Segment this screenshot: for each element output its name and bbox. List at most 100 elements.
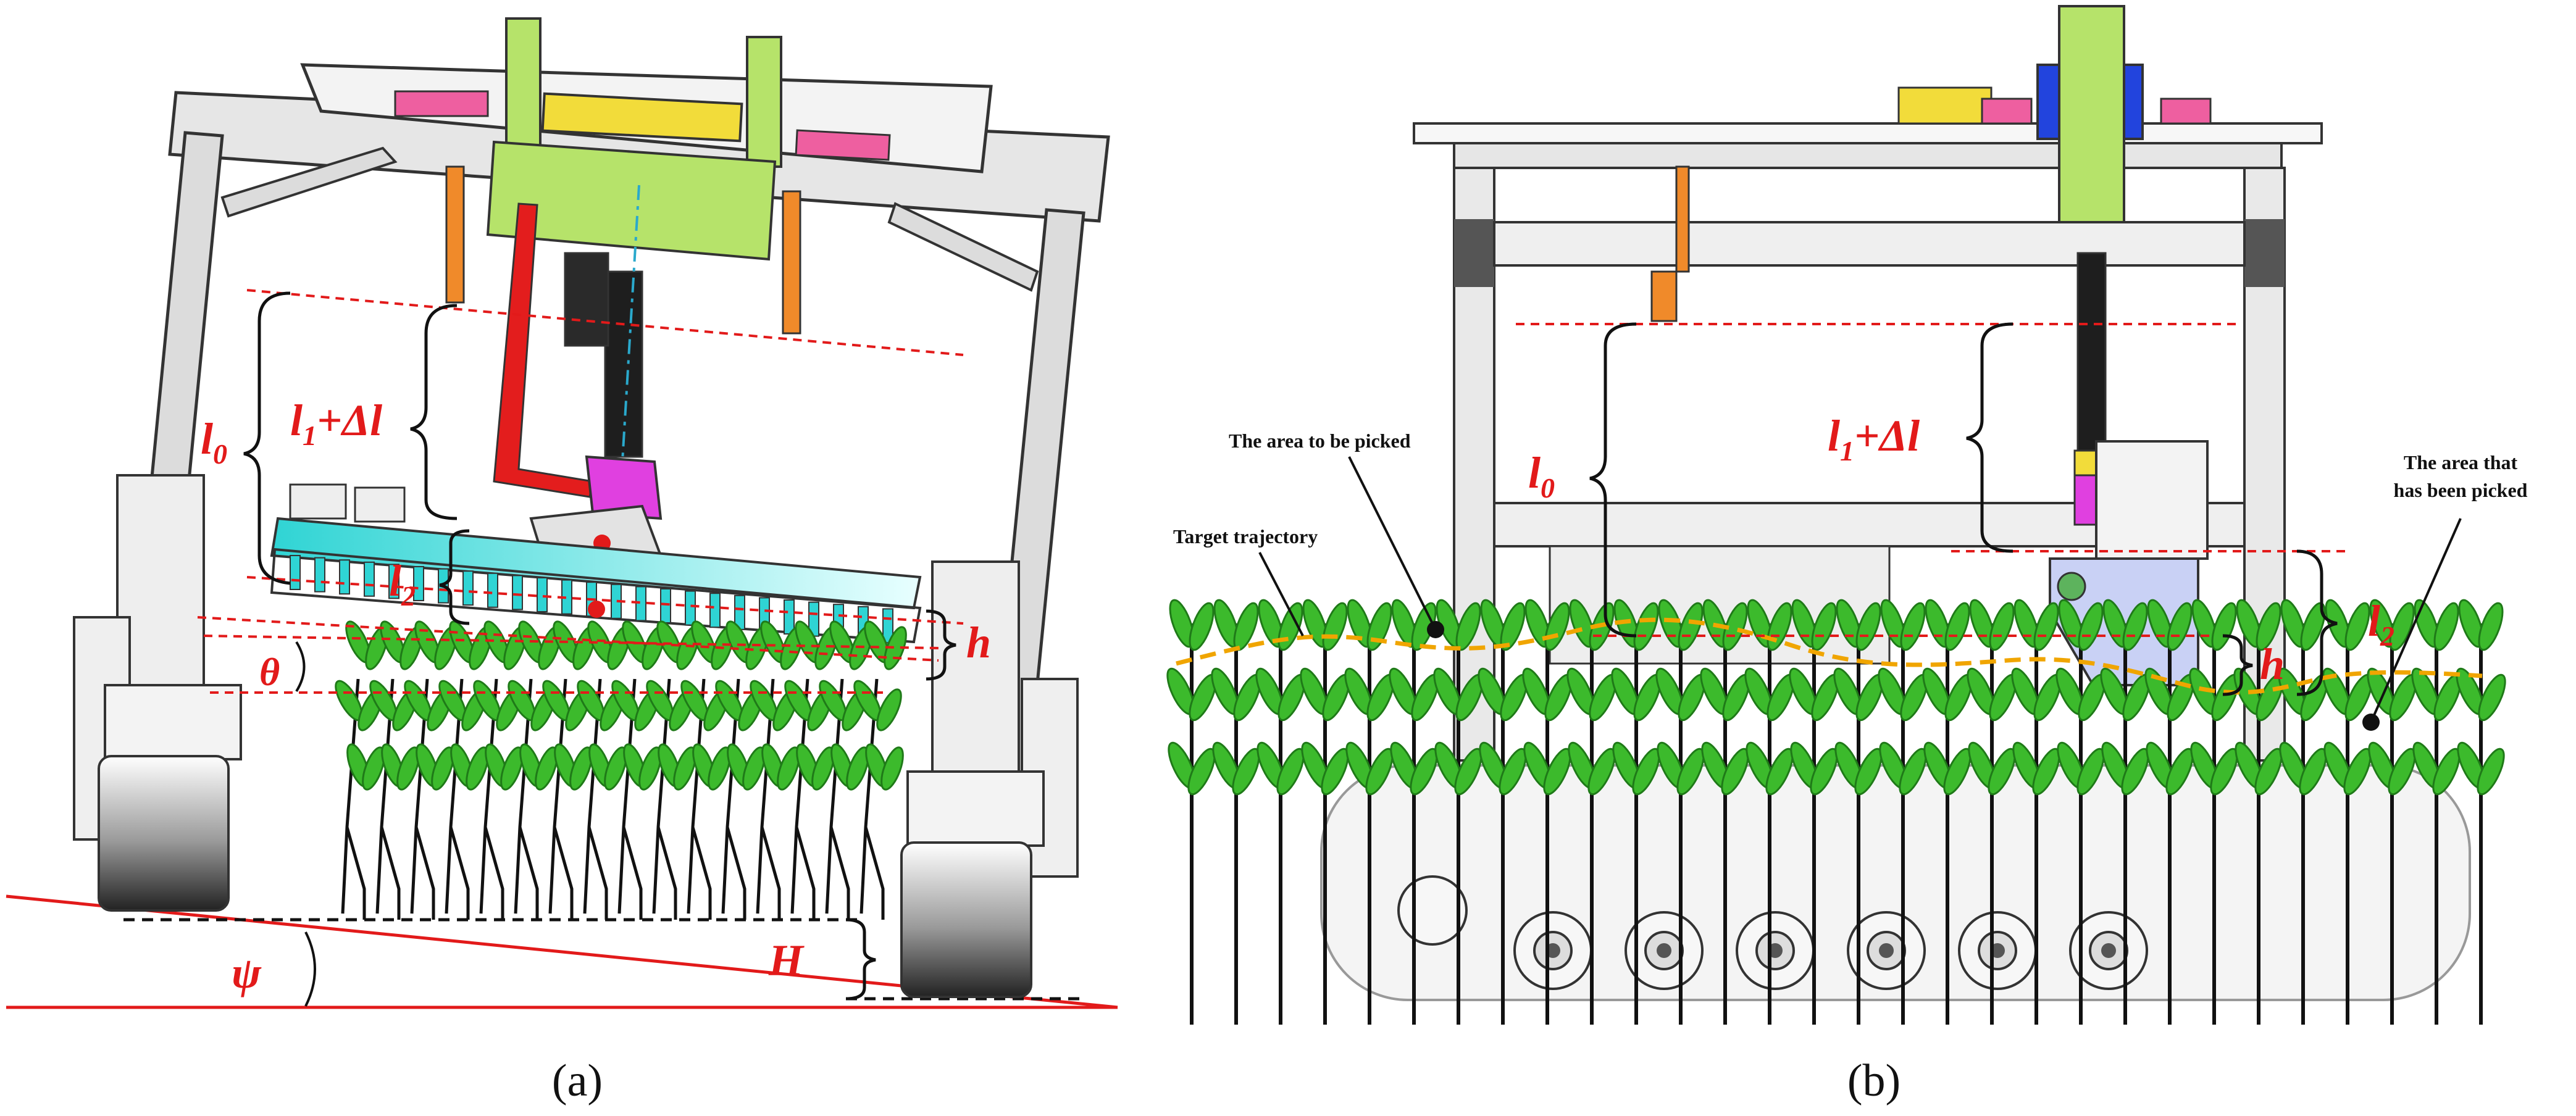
head-hole-b — [2057, 572, 2086, 601]
lead-screw-b — [2076, 252, 2107, 458]
plant — [1255, 599, 1306, 1025]
pink-block-left — [394, 90, 489, 117]
picker-tooth — [784, 599, 795, 635]
picker-tooth — [709, 593, 721, 628]
right-wheel-mount — [906, 770, 1045, 847]
dim-line-mid — [246, 576, 964, 625]
plant — [2456, 599, 2506, 1025]
plants-a — [335, 620, 907, 920]
bracket-l0 — [243, 291, 291, 585]
plant — [1789, 599, 1839, 1025]
annotation-area-picked-2: has been picked — [2394, 479, 2528, 501]
pink-box-b-left — [1981, 98, 2033, 125]
plant — [2100, 599, 2151, 1025]
lead-screw — [604, 270, 643, 458]
box-gear-1 — [289, 483, 347, 520]
plant — [1300, 599, 1350, 1025]
box-gear-2 — [354, 486, 406, 523]
top-beam-b — [1413, 122, 2323, 144]
magenta-gripper — [585, 455, 663, 520]
dim-line-h2 — [203, 635, 939, 649]
leader-area-picked — [2370, 518, 2462, 723]
label-theta-a: θ — [259, 650, 280, 694]
orange-sensor-right — [782, 190, 801, 335]
plants-b — [1166, 599, 2506, 1025]
right-leg-dark-b — [2244, 219, 2285, 287]
left-brace — [220, 146, 398, 218]
green-rail-right — [746, 36, 782, 168]
caption-b: (b) — [1847, 1056, 1901, 1106]
left-leg-dark-b — [1454, 219, 1494, 287]
arc-theta — [295, 641, 306, 693]
bracket-l2 — [439, 529, 470, 625]
picker-tooth — [487, 572, 498, 608]
dim-line-top — [246, 289, 964, 356]
contact-dot — [588, 601, 605, 618]
picker-tooth — [660, 588, 671, 623]
green-rail-left — [505, 17, 542, 149]
plant — [2278, 599, 2328, 1025]
picker-tooth — [635, 586, 646, 622]
picker-tooth — [388, 564, 399, 599]
left-wheel-housing — [116, 474, 205, 711]
bracket-h — [926, 609, 956, 681]
plant — [1611, 599, 1662, 1025]
target-trajectory-path — [1176, 617, 2483, 695]
annotation-area-picked-1: The area that — [2404, 451, 2518, 473]
top-girder-b — [1453, 142, 2283, 169]
plant — [646, 620, 700, 920]
plant — [611, 620, 665, 920]
plant — [1522, 599, 1573, 1025]
picker-tooth — [413, 566, 424, 601]
motor-block — [564, 252, 609, 347]
red-arm — [493, 202, 594, 498]
label-l0-b: l0 — [1528, 448, 1555, 504]
annotation-target-trajectory: Target trajectory — [1173, 525, 1318, 548]
right-brace — [887, 202, 1039, 292]
bracket-l2-b — [2296, 549, 2338, 696]
plant — [2367, 599, 2417, 1025]
road-wheels-b — [1397, 875, 2148, 990]
plant — [335, 620, 388, 920]
picker-tooth — [537, 577, 548, 612]
plant — [1878, 599, 1928, 1025]
plant — [819, 620, 872, 920]
plant — [1389, 599, 1439, 1025]
panel-b: l0 l1+Δl l2 h The area to be picked Targ… — [1166, 5, 2528, 1106]
label-h-b: h — [2260, 639, 2285, 689]
picker-tooth — [339, 559, 350, 595]
arc-psi — [304, 931, 316, 1007]
plant — [2055, 599, 2106, 1025]
plant — [2011, 599, 2062, 1025]
plant — [1655, 599, 1706, 1025]
plant — [2144, 599, 2195, 1025]
plant — [1833, 599, 1884, 1025]
right-wheel-housing — [931, 560, 1020, 785]
bracket-l1-b — [1966, 322, 2014, 553]
picker-tooth — [290, 555, 301, 590]
picker-tooth — [685, 590, 696, 626]
label-h-a: h — [966, 618, 991, 667]
plant — [1922, 599, 1973, 1025]
leader-dot-area-picked — [2362, 714, 2380, 731]
dim-line-h1 — [197, 616, 939, 662]
orange-sensor-b — [1675, 165, 1690, 273]
label-l1-a: l1+Δl — [290, 396, 382, 451]
leader-dot-area-to-pick — [1427, 621, 1444, 638]
upper-crossbar-b — [1493, 221, 2246, 267]
orange-sensor-left — [445, 165, 465, 304]
pink-block-right — [795, 129, 891, 161]
bracket-l0-b — [1589, 322, 1637, 638]
picker-tooth — [364, 561, 375, 597]
yellow-level — [541, 92, 743, 143]
picker-tooth — [462, 570, 474, 606]
panel-a: l0 l1+Δl l2 h θ H ψ (a) — [6, 17, 1118, 1106]
drive-sprocket — [1397, 875, 1468, 946]
label-l1-b: l1+Δl — [1828, 411, 1920, 467]
picker-tooth — [512, 575, 523, 610]
green-mount-plate — [486, 140, 777, 261]
bracket-h-b — [2222, 634, 2253, 696]
left-wheel — [98, 755, 230, 912]
plant — [1211, 599, 1261, 1025]
plant — [1967, 599, 2017, 1025]
